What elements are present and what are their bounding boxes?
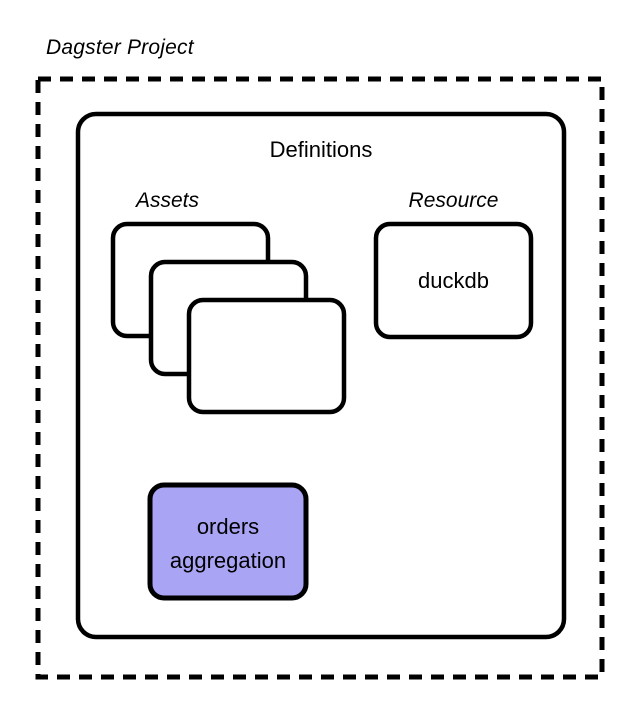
project-boundary [35,76,605,680]
orders-aggregation-node[interactable] [147,482,309,601]
duckdb-resource-node[interactable] [373,221,534,340]
asset-card-front[interactable] [186,297,347,415]
